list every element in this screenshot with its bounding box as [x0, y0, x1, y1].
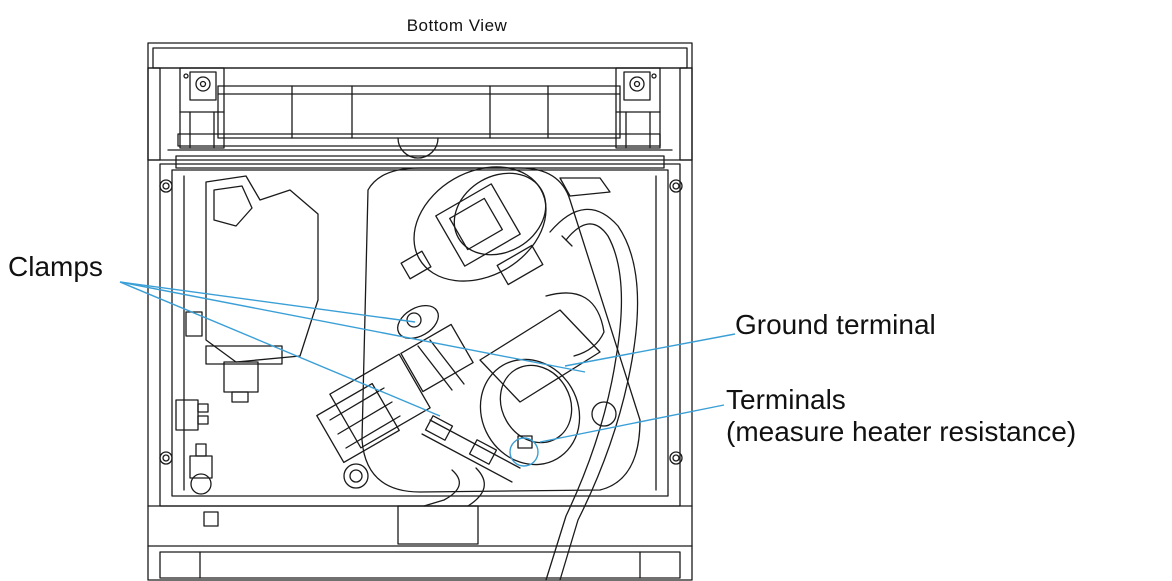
- drain-pump: [400, 166, 547, 286]
- terminals-leader: [539, 404, 725, 443]
- top-rail: [167, 85, 673, 169]
- diagram-title: Bottom View: [406, 16, 508, 35]
- ground-terminal-leader: [564, 333, 736, 367]
- heater-tube: [421, 415, 533, 507]
- kick-plate: [147, 505, 693, 579]
- sump-cover: [361, 167, 641, 493]
- brine-tank: [185, 175, 319, 403]
- wash-motor: [397, 292, 605, 466]
- base-frame: [159, 163, 683, 507]
- left-hinge: [179, 67, 225, 149]
- clamps-label: Clamps: [8, 251, 103, 282]
- terminals-note-label: (measure heater resistance): [726, 416, 1077, 447]
- clamps-leader-top: [119, 281, 586, 373]
- clamps-leader-mid: [119, 281, 416, 323]
- right-hinge: [615, 67, 661, 149]
- drain-hose: [545, 208, 639, 581]
- cabinet-outline: [147, 42, 693, 581]
- terminals-label: Terminals: [726, 384, 846, 415]
- circulation-pump: [316, 353, 431, 489]
- inlet-valve: [175, 399, 213, 495]
- terminals-highlight-circle: [509, 437, 539, 467]
- leader-lines: [119, 281, 736, 467]
- clamps-leader-low: [119, 281, 441, 417]
- ground-terminal-label: Ground terminal: [735, 309, 936, 340]
